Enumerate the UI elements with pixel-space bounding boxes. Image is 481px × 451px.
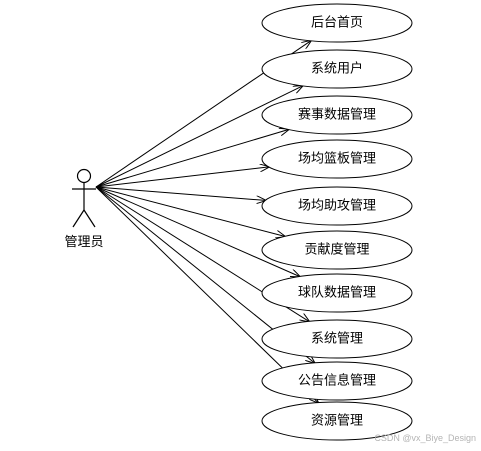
use-case-ellipse bbox=[261, 95, 413, 135]
use-case-ellipse bbox=[261, 319, 413, 359]
use-case-team-data: 球队数据管理 bbox=[261, 273, 413, 313]
use-case-ellipse bbox=[261, 273, 413, 313]
use-case-system-users: 系统用户 bbox=[261, 49, 413, 89]
use-case-label: 公告信息管理 bbox=[298, 373, 376, 389]
use-case-label: 场均篮板管理 bbox=[298, 152, 376, 167]
use-case-label: 系统管理 bbox=[311, 332, 363, 347]
use-case-resources: 资源管理 bbox=[261, 401, 413, 441]
use-case-system-management: 系统管理 bbox=[261, 319, 413, 359]
use-case-contribution: 贡献度管理 bbox=[261, 230, 413, 270]
association-arrow bbox=[95, 130, 289, 188]
association-arrow bbox=[95, 167, 269, 188]
use-case-label: 球队数据管理 bbox=[298, 286, 376, 301]
association-arrow bbox=[95, 186, 300, 277]
use-case-label: 场均助攻管理 bbox=[298, 199, 376, 214]
use-case-label: 贡献度管理 bbox=[304, 242, 369, 258]
association-arrow bbox=[95, 186, 285, 236]
use-case-announcements: 公告信息管理 bbox=[261, 361, 413, 401]
use-case-match-data: 赛事数据管理 bbox=[261, 95, 413, 135]
actor-label: 管理员 bbox=[64, 235, 103, 250]
use-case-ellipse bbox=[261, 49, 413, 89]
use-case-ellipse bbox=[261, 139, 413, 179]
use-case-label: 后台首页 bbox=[311, 16, 363, 31]
use-case-label: 赛事数据管理 bbox=[298, 107, 376, 123]
actor-administrator: 管理员 bbox=[64, 168, 104, 250]
use-case-label: 资源管理 bbox=[311, 414, 363, 429]
actor-head bbox=[76, 168, 92, 184]
use-case-dashboard: 后台首页 bbox=[261, 3, 413, 43]
association-arrow bbox=[95, 86, 303, 188]
association-arrow bbox=[95, 186, 318, 403]
use-case-assists: 场均助攻管理 bbox=[261, 186, 413, 226]
use-case-label: 系统用户 bbox=[311, 61, 363, 77]
use-case-rebounds: 场均篮板管理 bbox=[261, 139, 413, 179]
use-cases: 后台首页 系统用户 赛事数据管理 场均篮板管理 场均助攻管理 贡献度管理 球队数… bbox=[261, 3, 413, 441]
watermark: CSDN @vx_Biye_Design bbox=[374, 433, 476, 443]
use-case-ellipse bbox=[261, 230, 413, 270]
use-case-ellipse bbox=[261, 3, 413, 43]
actor-left-leg bbox=[72, 209, 85, 228]
actor-right-leg bbox=[83, 209, 96, 228]
use-case-ellipse bbox=[261, 361, 413, 401]
use-case-ellipse bbox=[261, 401, 413, 441]
use-case-ellipse bbox=[261, 186, 413, 226]
association-arrow bbox=[95, 186, 265, 200]
